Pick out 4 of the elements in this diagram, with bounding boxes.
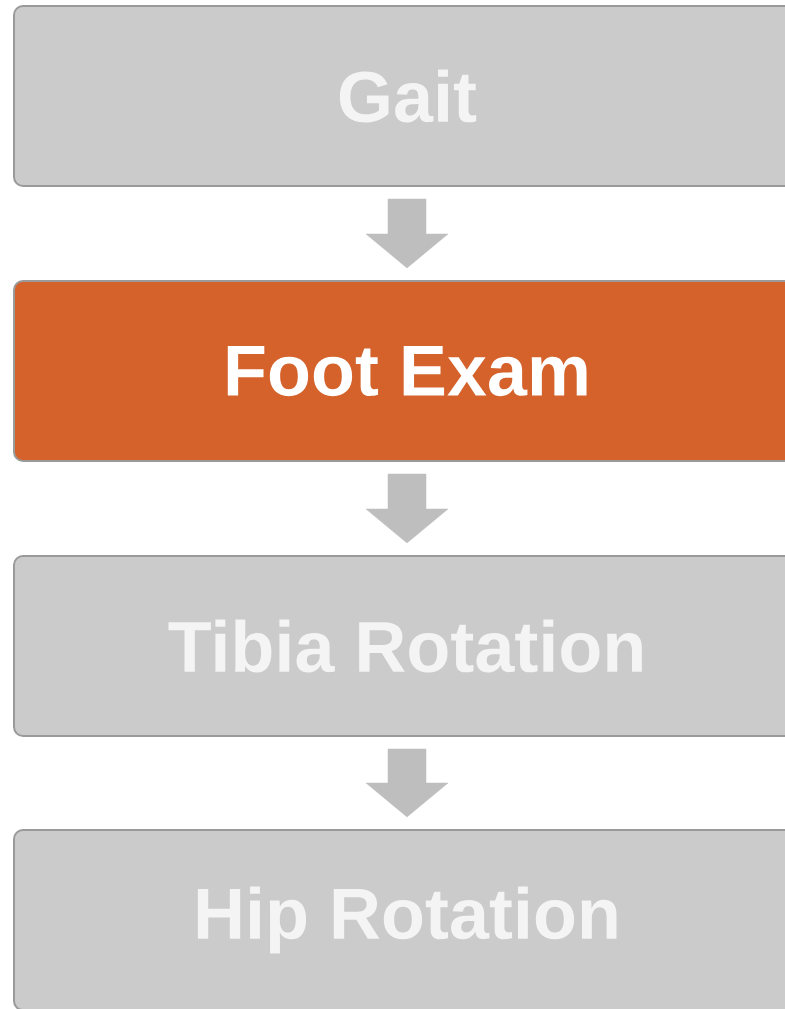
arrow	[365, 198, 449, 269]
highlighted-step-box: Foot Exam	[13, 280, 785, 462]
arrow	[365, 748, 449, 818]
arrow	[365, 473, 449, 544]
